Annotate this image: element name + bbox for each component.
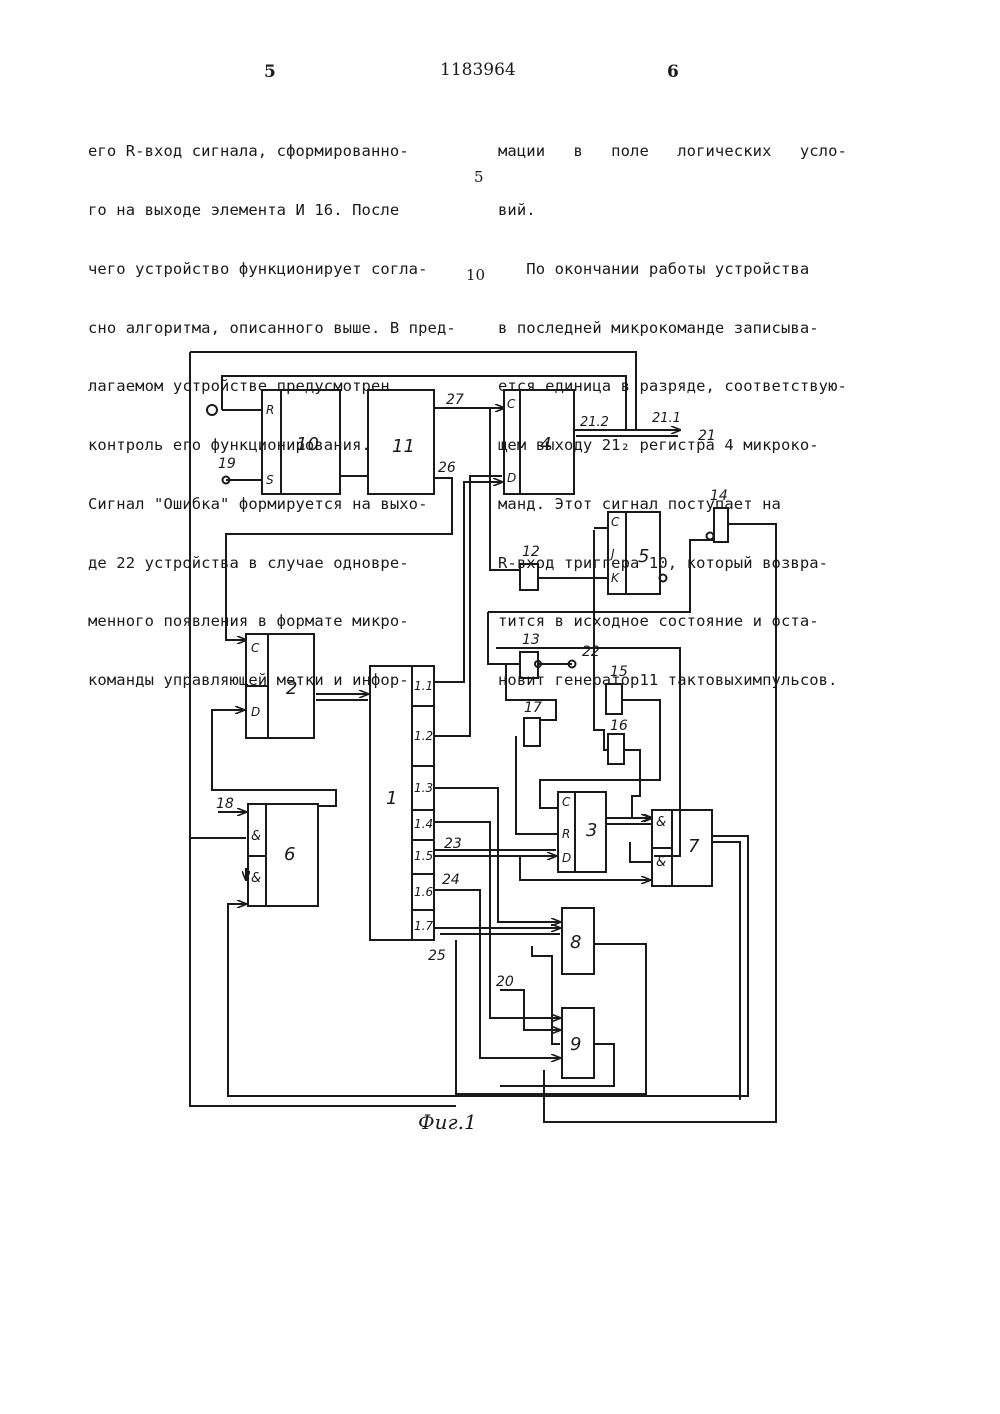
- signal-label: 26: [438, 460, 456, 476]
- label-block-8: 8: [570, 932, 581, 953]
- pin-label: &: [656, 855, 666, 870]
- label-block-2: 2: [286, 678, 297, 699]
- signal-label: 21.2: [580, 415, 609, 430]
- pin-label: C: [507, 397, 516, 411]
- label-element-15: 15: [610, 664, 628, 680]
- signal-label: 20: [496, 974, 514, 990]
- pin-label: &: [251, 829, 261, 844]
- signal-label: 21: [698, 428, 716, 444]
- pin-label: D: [251, 705, 260, 719]
- label-element-13: 13: [522, 632, 540, 648]
- output-label: 1.2: [414, 729, 433, 743]
- figure-caption: Фиг.1: [418, 1110, 477, 1134]
- label-block-10: 10: [296, 434, 319, 455]
- output-label: 1.5: [414, 849, 433, 863]
- label-block-7: 7: [688, 836, 700, 857]
- label-block-9: 9: [570, 1034, 581, 1055]
- signal-label: 18: [216, 796, 234, 812]
- signal-label: 22: [582, 644, 600, 660]
- pin-label: C: [251, 641, 260, 655]
- pin-label: J: [609, 547, 615, 561]
- signal-label: 23: [444, 836, 462, 852]
- label-element-17: 17: [524, 700, 542, 716]
- output-label: 1.7: [414, 919, 433, 933]
- output-label: 1.6: [414, 885, 433, 899]
- label-block-5: 5: [638, 546, 649, 567]
- label-block-4: 4: [540, 434, 551, 455]
- element-14: [714, 508, 728, 542]
- pin-label: &: [656, 815, 666, 830]
- output-label: 1.3: [414, 781, 433, 795]
- element-12: [520, 564, 538, 590]
- signal-label: 25: [428, 948, 446, 964]
- pin-label: C: [611, 515, 620, 529]
- label-element-14: 14: [710, 488, 728, 504]
- signal-label: 27: [446, 392, 464, 408]
- element-17: [524, 718, 540, 746]
- label-element-16: 16: [610, 718, 628, 734]
- pin-label: &: [251, 871, 261, 886]
- pin-label: D: [562, 851, 571, 865]
- label-block-11: 11: [392, 436, 415, 457]
- pin-label: R: [266, 403, 274, 417]
- pin-label: K: [611, 571, 620, 585]
- output-label: 1.1: [414, 679, 433, 693]
- label-block-6: 6: [284, 844, 295, 865]
- label-element-12: 12: [522, 544, 540, 560]
- pin-label: C: [562, 795, 571, 809]
- label-block-1: 1: [386, 788, 397, 809]
- pin-label: R: [562, 827, 570, 841]
- pin-label: D: [507, 471, 516, 485]
- element-16: [608, 734, 624, 764]
- output-label: 1.4: [414, 817, 433, 831]
- signal-label: 24: [442, 872, 460, 888]
- element-15: [606, 684, 622, 714]
- pin-label: S: [266, 473, 274, 487]
- signal-label: 19: [218, 456, 236, 472]
- signal-label: 21.1: [652, 411, 681, 426]
- label-block-3: 3: [586, 820, 597, 841]
